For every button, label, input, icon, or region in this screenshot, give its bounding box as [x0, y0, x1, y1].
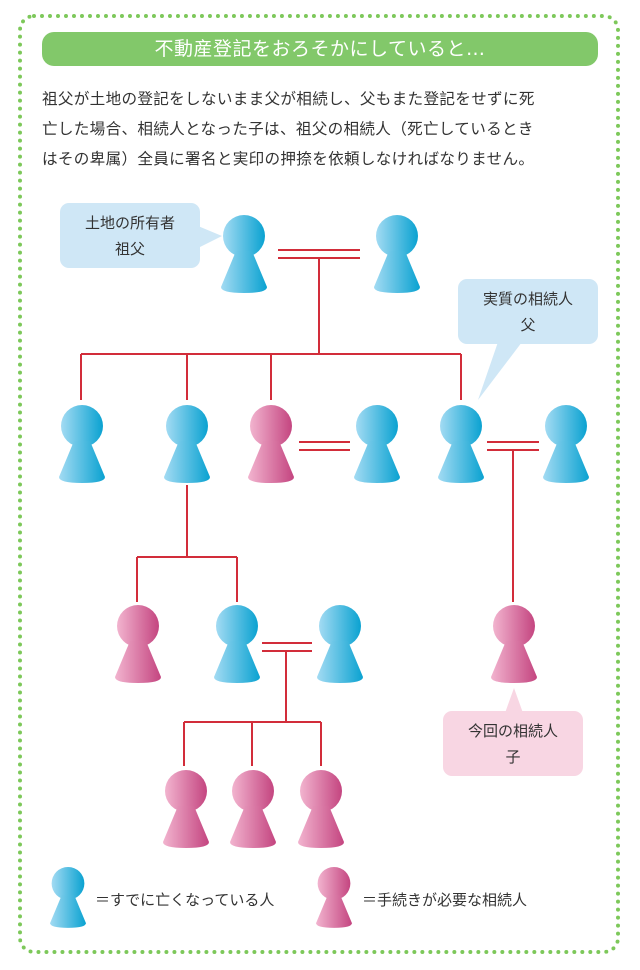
intro-line: 亡した場合、相続人となった子は、祖父の相続人（死亡しているとき — [42, 120, 534, 138]
callout-person: 祖父 — [114, 240, 145, 258]
intro-line: 祖父が土地の登記をしないまま父が相続し、父もまた登記をせずに死 — [42, 90, 535, 108]
callout-real-heir — [458, 279, 598, 400]
intro-paragraph: 祖父が土地の登記をしないまま父が相続し、父もまた登記をせずに死 亡した場合、相続… — [42, 84, 602, 174]
relationship-lines — [80, 249, 539, 766]
person-deceased-icon — [221, 215, 267, 293]
dotted-border-frame — [18, 14, 620, 954]
callout-landowner — [60, 203, 222, 268]
person-deceased-icon — [317, 605, 363, 683]
title-banner: 不動産登記をおろそかにしていると… — [42, 32, 598, 66]
person-deceased-icon — [438, 405, 484, 483]
legend-deceased-icon — [50, 867, 86, 928]
person-deceased-icon — [543, 405, 589, 483]
person-heir-icon — [298, 770, 344, 848]
callout-person: 子 — [505, 748, 521, 766]
callout-person: 父 — [520, 316, 536, 334]
person-heir-icon — [163, 770, 209, 848]
person-heir-icon — [230, 770, 276, 848]
callout-label: 土地の所有者 — [84, 214, 175, 232]
callout-real-heir-text: 実質の相続人 父 — [458, 286, 598, 338]
person-heir-icon — [248, 405, 294, 483]
person-deceased-icon — [164, 405, 210, 483]
callout-label: 実質の相続人 — [482, 290, 573, 308]
callout-current-heir — [443, 688, 583, 776]
person-deceased-icon — [374, 215, 420, 293]
callout-label: 今回の相続人 — [467, 722, 558, 740]
callout-current-heir-text: 今回の相続人 子 — [443, 718, 583, 770]
person-deceased-icon — [59, 405, 105, 483]
person-heir-icon — [115, 605, 161, 683]
person-heir-icon — [491, 605, 537, 683]
person-deceased-icon — [214, 605, 260, 683]
legend-deceased-label: ＝すでに亡くなっている人 — [95, 891, 275, 909]
legend-heir-icon — [316, 867, 352, 928]
callout-landowner-text: 土地の所有者 祖父 — [60, 210, 200, 262]
person-deceased-icon — [354, 405, 400, 483]
legend-heir-label: ＝手続きが必要な相続人 — [362, 891, 528, 909]
intro-line: はその卑属）全員に署名と実印の押捺を依頼しなければなりません。 — [42, 150, 535, 168]
